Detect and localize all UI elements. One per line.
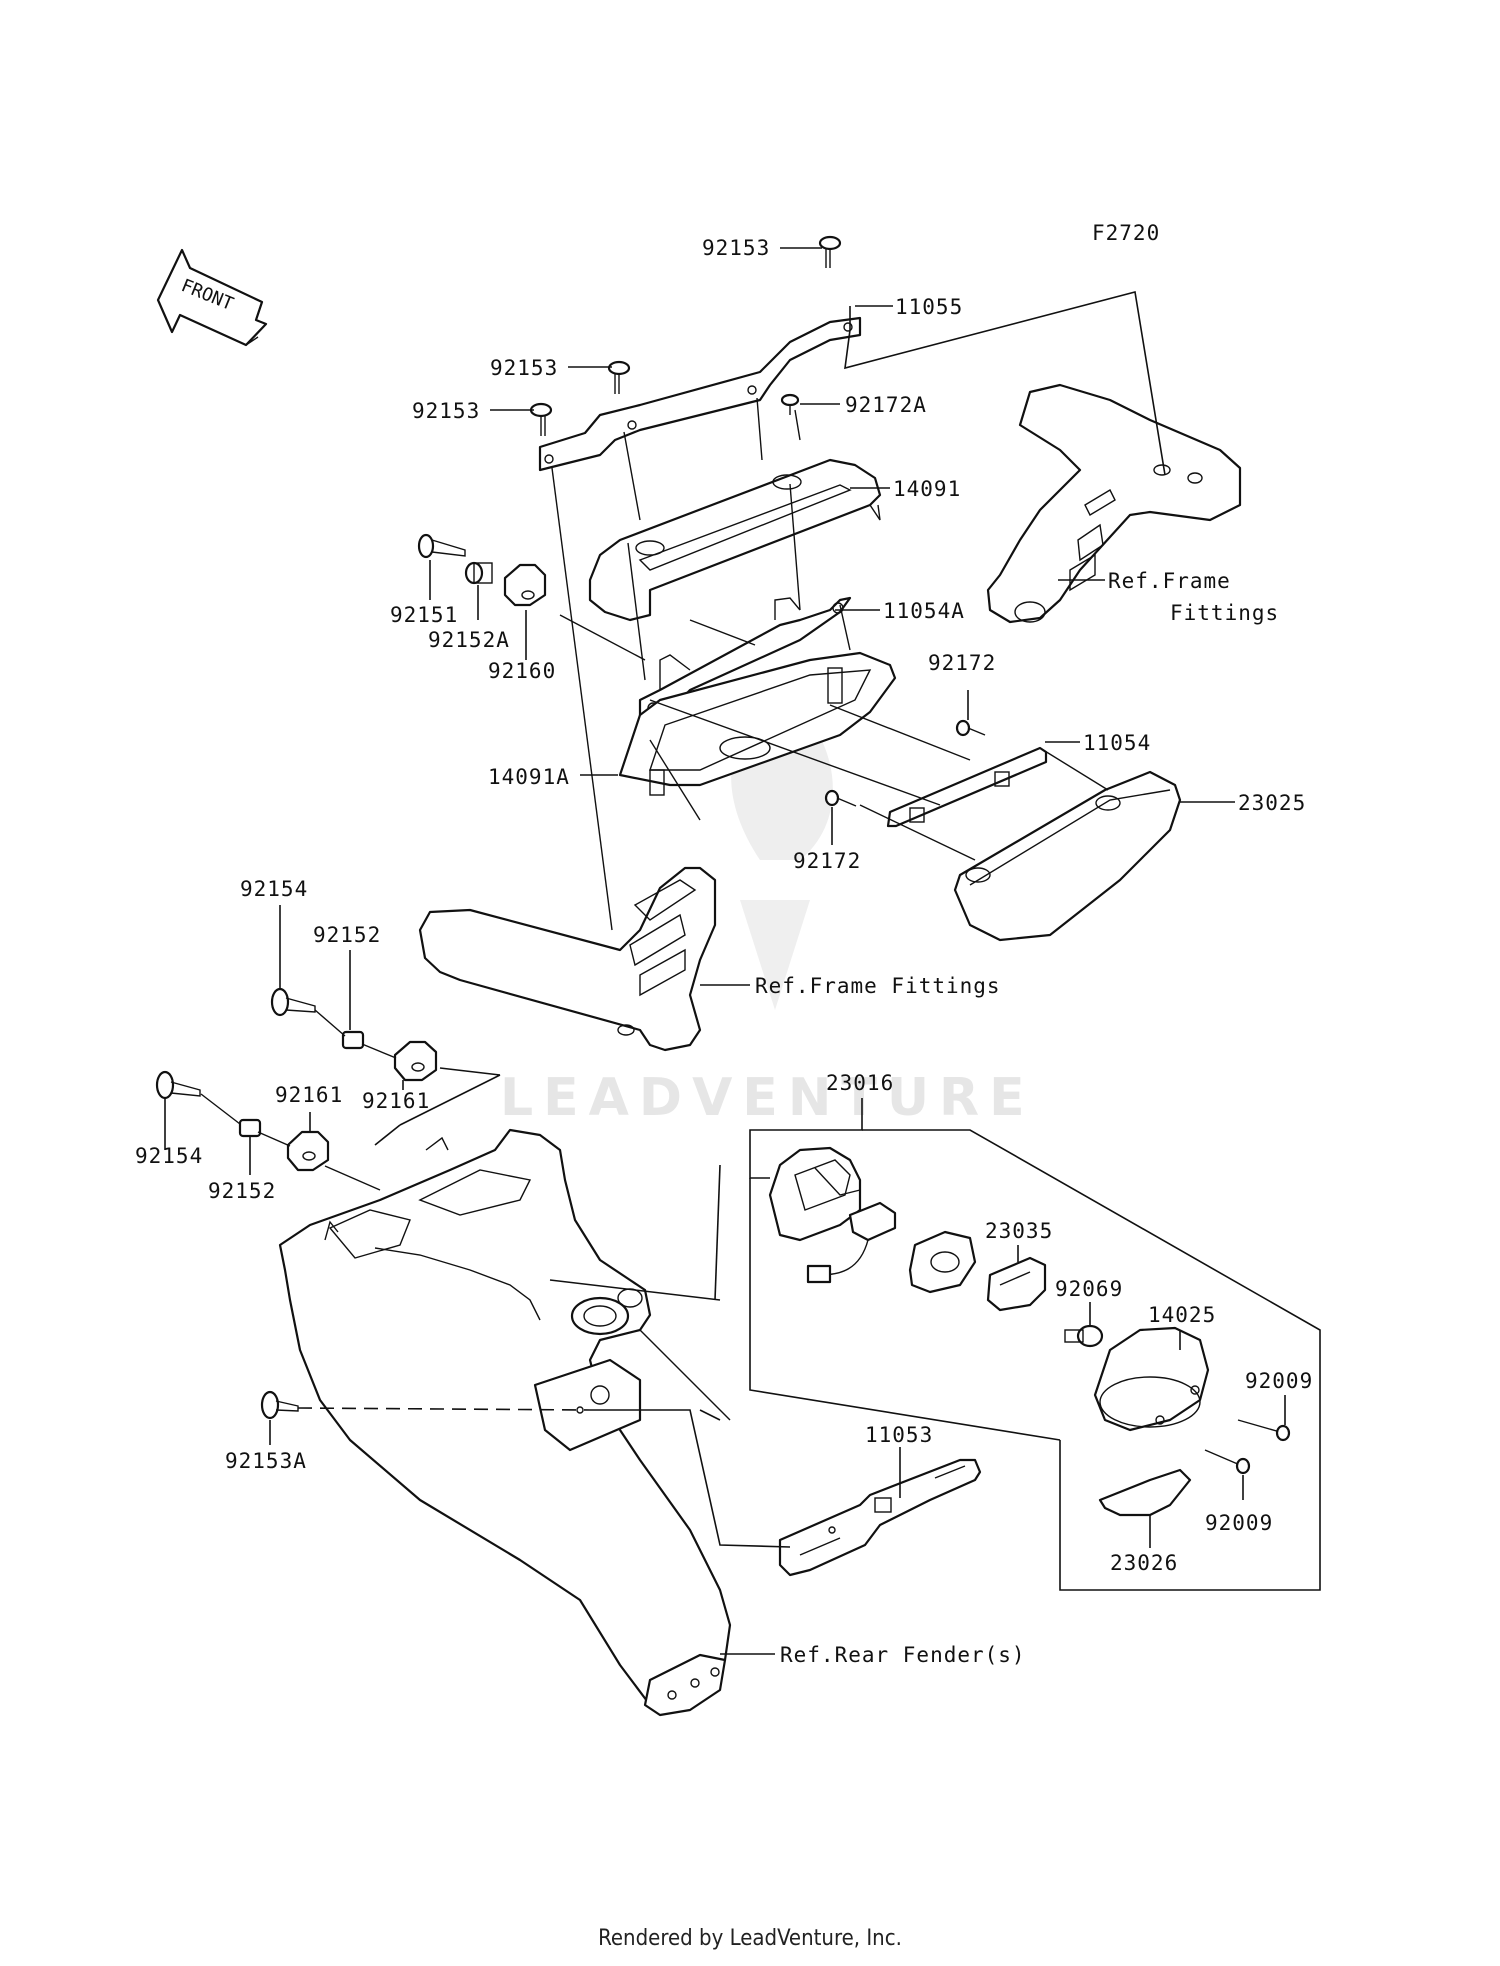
label-11055: 11055 [895, 295, 963, 319]
bolt-92172A [780, 393, 800, 415]
label-11054A: 11054A [883, 599, 965, 623]
label-92153-top: 92153 [702, 236, 770, 260]
bolt-92151 [417, 533, 466, 559]
grommet-92161-b [286, 1130, 330, 1172]
front-arrow-icon: FRONT [156, 248, 268, 347]
bracket-11053 [778, 1458, 982, 1577]
watermark-text: LEADVENTURE [500, 1068, 1035, 1128]
label-92172A: 92172A [845, 393, 927, 417]
label-11053: 11053 [865, 1423, 933, 1447]
label-14091A: 14091A [488, 765, 570, 789]
label-14025: 14025 [1148, 1303, 1216, 1327]
leader-lines [164, 247, 1321, 1655]
socket-wire [806, 1201, 897, 1284]
bolt-92154-b [155, 1070, 201, 1100]
frame-fitting-upper [986, 383, 1242, 624]
label-92153-left: 92153 [412, 399, 480, 423]
bracket-11055 [538, 316, 862, 472]
bolt-92153-b [607, 360, 631, 394]
label-ref-rear-fender: Ref.Rear Fender(s) [780, 1643, 1026, 1667]
bolt-92154-a [270, 987, 316, 1017]
label-92172-lower: 92172 [793, 849, 861, 873]
label-92009-upper: 92009 [1245, 1369, 1313, 1393]
grommet-92161-a [393, 1040, 438, 1082]
label-92069: 92069 [1055, 1277, 1123, 1301]
bolt-92153-a [818, 235, 842, 268]
bolt-92153-c [529, 402, 553, 436]
cover-14091 [588, 458, 882, 622]
frame-fitting-lower [418, 866, 717, 1052]
screw-92172-a [955, 719, 986, 737]
label-92153-mid: 92153 [490, 356, 558, 380]
label-14091: 14091 [893, 477, 961, 501]
figure-code: F2720 [1092, 221, 1160, 245]
label-92153A: 92153A [225, 1449, 307, 1473]
watermark: LEADVENTURE [500, 700, 1035, 1128]
label-ref-frame-upper: Ref.Frame [1108, 569, 1231, 593]
screw-92009-b [1204, 1449, 1251, 1475]
collar-92152-b [238, 1118, 262, 1138]
label-92161-upper: 92161 [362, 1089, 430, 1113]
label-11054: 11054 [1083, 731, 1151, 755]
label-23016: 23016 [826, 1071, 894, 1095]
label-92152A: 92152A [428, 628, 510, 652]
assembly-lines [200, 397, 1109, 1421]
grommet-92160 [503, 563, 547, 607]
collar-92152-a [341, 1030, 365, 1050]
dashed-lines [297, 1407, 791, 1548]
rear-fender [278, 1128, 732, 1717]
label-92009-lower: 92009 [1205, 1511, 1273, 1535]
label-23025: 23025 [1238, 791, 1306, 815]
housing-23016 [768, 1146, 862, 1242]
bulb-92069 [1064, 1324, 1104, 1348]
label-92172-upper: 92172 [928, 651, 996, 675]
labels: F2720 92153 11055 92153 92153 92172A 140… [135, 221, 1313, 1667]
bracket-11054 [886, 746, 1048, 828]
label-23026: 23026 [1110, 1551, 1178, 1575]
footer-credit: Rendered by LeadVenture, Inc. [598, 1926, 902, 1951]
collar-92152A [464, 561, 493, 585]
tail-light-23025 [953, 770, 1182, 942]
label-23035: 23035 [985, 1219, 1053, 1243]
clip-23035 [986, 1256, 1047, 1312]
label-92152-lower: 92152 [208, 1179, 276, 1203]
lens-14025 [1093, 1326, 1210, 1432]
screw-92172-b [824, 789, 857, 807]
label-92152-upper: 92152 [313, 923, 381, 947]
label-ref-frame-fittings-lower: Ref.Frame Fittings [755, 974, 1001, 998]
label-92161-lower: 92161 [275, 1083, 343, 1107]
screw-92009-a [1237, 1419, 1291, 1442]
label-92151: 92151 [390, 603, 458, 627]
socket-23035 [908, 1230, 977, 1294]
label-92160: 92160 [488, 659, 556, 683]
label-92154-upper: 92154 [240, 877, 308, 901]
cover-23026 [1098, 1468, 1192, 1517]
screw-92153A [260, 1390, 299, 1420]
label-fittings-upper: Fittings [1170, 601, 1279, 625]
label-92154-lower: 92154 [135, 1144, 203, 1168]
